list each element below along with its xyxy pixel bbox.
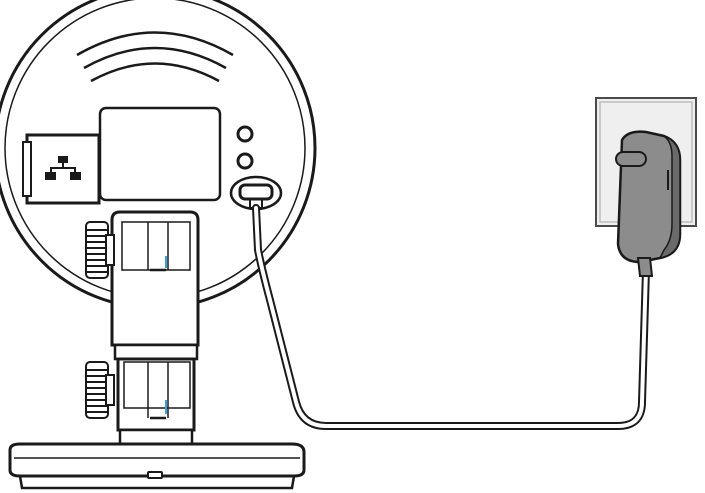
speaker-arc-3 (90, 62, 220, 83)
power-adapter-icon (615, 130, 682, 277)
speaker-arc-1 (76, 31, 234, 57)
ethernet-port (22, 133, 101, 205)
stand-upper-arm (110, 210, 200, 347)
mic-hole (236, 152, 254, 170)
adapter-grip (615, 151, 647, 167)
adapter-strain-relief (636, 257, 654, 277)
tilt-knob-lower (85, 361, 115, 419)
reset-hole (236, 125, 254, 143)
power-cable-icon (252, 204, 650, 430)
cable-inner (254, 206, 648, 428)
speaker-arc-2 (83, 46, 227, 70)
stand-joint (113, 343, 199, 361)
tilt-knob-upper (85, 221, 115, 279)
camera-base (8, 442, 306, 490)
adapter-side (658, 135, 681, 260)
power-port-socket (238, 183, 274, 201)
cable-outer (252, 204, 650, 430)
stand-lower-arm (116, 357, 196, 432)
camera-stand (110, 210, 200, 448)
base-slot (147, 471, 163, 479)
network-port-icon (45, 156, 81, 180)
